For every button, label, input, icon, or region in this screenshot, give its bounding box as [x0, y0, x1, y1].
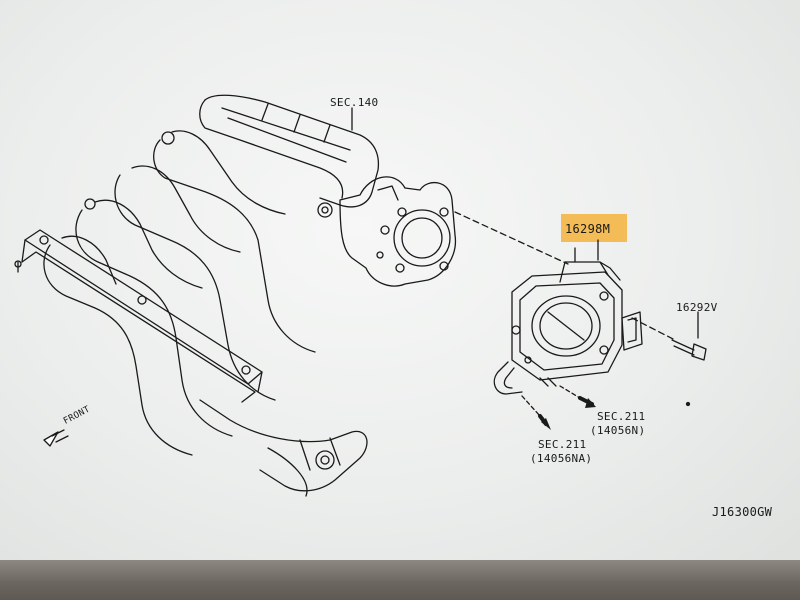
label-sec211-upper: SEC.211 [597, 410, 646, 423]
bolt [671, 339, 707, 361]
label-14056NA: (14056NA) [530, 452, 593, 465]
label-part-16292V: 16292V [676, 301, 718, 314]
part-number-highlight [561, 214, 627, 242]
alignment-line-bolt [631, 317, 676, 341]
label-sec140: SEC.140 [330, 96, 379, 109]
front-arrow-icon [43, 429, 69, 447]
label-14056N: (14056N) [590, 424, 646, 437]
throttle-body [493, 247, 643, 395]
alignment-line-upper [454, 211, 569, 265]
hose-arrow-upper [559, 385, 596, 408]
figure-code: J16300GW [712, 505, 773, 519]
label-part-16298M: 16298M [565, 222, 611, 236]
monitor-bezel [0, 560, 800, 600]
label-sec211-lower: SEC.211 [538, 438, 587, 451]
hose-arrow-lower [521, 395, 551, 430]
intake-manifold [14, 94, 457, 497]
monitor-screen [0, 0, 800, 568]
